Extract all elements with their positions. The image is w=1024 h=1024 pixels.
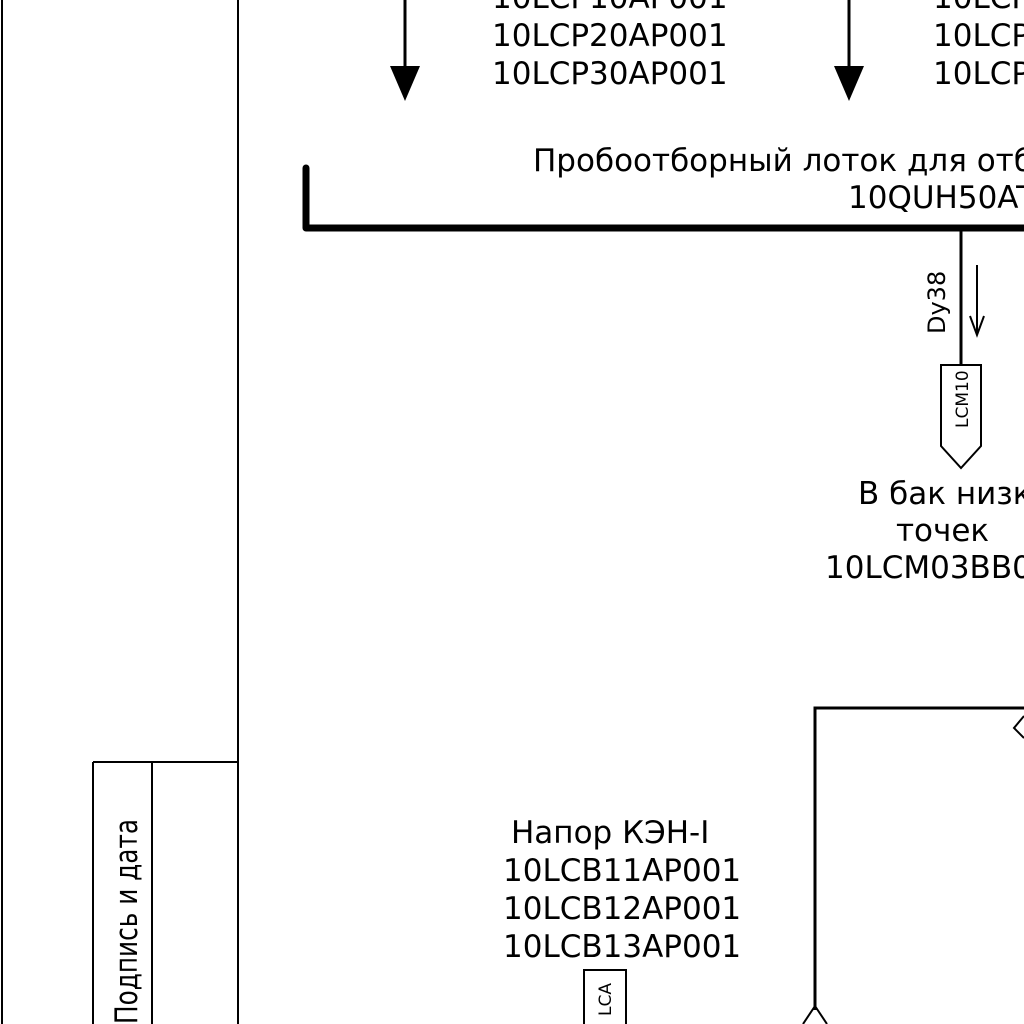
sheet-frame bbox=[1, 0, 239, 1024]
label-top-right-line2: 10LCP2 bbox=[933, 18, 1024, 54]
pump-group-line2: 10LCB11AP001 bbox=[503, 853, 741, 889]
label-top-right-line3: 10LCP3 bbox=[933, 56, 1024, 92]
pump-group-label: Напор КЭН-I 10LCB11AP001 10LCB12AP001 10… bbox=[503, 815, 741, 965]
pump-group-line4: 10LCB13AP001 bbox=[503, 929, 741, 965]
label-top-right-partial: 10LCP bbox=[933, 0, 1024, 16]
label-top-left-line3: 10LCP30AP001 bbox=[492, 56, 728, 92]
pump-connector-code: LCA bbox=[596, 983, 616, 1016]
dn-size-label: Dy38 bbox=[923, 271, 951, 334]
drain-target-line2: точек bbox=[896, 513, 989, 549]
flow-arrow-right bbox=[834, 0, 864, 101]
pump-group-line3: 10LCB12AP001 bbox=[503, 891, 741, 927]
sampling-tray-title: Пробоотборный лоток для отборо bbox=[533, 143, 1024, 179]
lower-pipe-line bbox=[813, 706, 1024, 1010]
connector-flag bbox=[940, 364, 982, 470]
signature-date-label: Подпись и дата bbox=[109, 819, 145, 1024]
label-group-top-left: 10LCP10AP001 10LCP20AP001 10LCP30AP001 bbox=[492, 0, 728, 92]
sampling-tray-code: 10QUH50AT0 bbox=[848, 180, 1024, 216]
arrow-up-icon bbox=[802, 1004, 828, 1024]
pump-connector: LCA bbox=[583, 969, 627, 1024]
title-block-stub: Подпись и дата bbox=[92, 761, 238, 1024]
sampling-tray-label: Пробоотборный лоток для отборо 10QUH50AT… bbox=[533, 143, 1024, 216]
collector-line bbox=[302, 164, 1024, 232]
flow-arrow-left bbox=[390, 0, 420, 101]
arrow-down-icon bbox=[834, 66, 864, 101]
connector-code: LCM10 bbox=[953, 370, 973, 428]
arrow-left-icon bbox=[1012, 715, 1024, 739]
label-top-left-partial: 10LCP10AP001 bbox=[492, 0, 728, 16]
label-top-left-line2: 10LCP20AP001 bbox=[492, 18, 728, 54]
drain-target-line3: 10LCM03BB0 bbox=[825, 550, 1024, 586]
drain-target-label: В бак низки точек 10LCM03BB0 bbox=[825, 476, 1024, 586]
lower-right-pipe bbox=[802, 706, 1024, 1024]
drain-branch: Dy38 LCM10 bbox=[923, 228, 985, 470]
arrow-down-icon bbox=[390, 66, 420, 101]
label-group-top-right: 10LCP 10LCP2 10LCP3 bbox=[933, 0, 1024, 92]
connector-flag bbox=[583, 969, 627, 1024]
arrow-down-icon bbox=[969, 315, 985, 338]
drain-target-line1: В бак низки bbox=[858, 476, 1024, 512]
pump-group-title: Напор КЭН-I bbox=[511, 815, 709, 851]
